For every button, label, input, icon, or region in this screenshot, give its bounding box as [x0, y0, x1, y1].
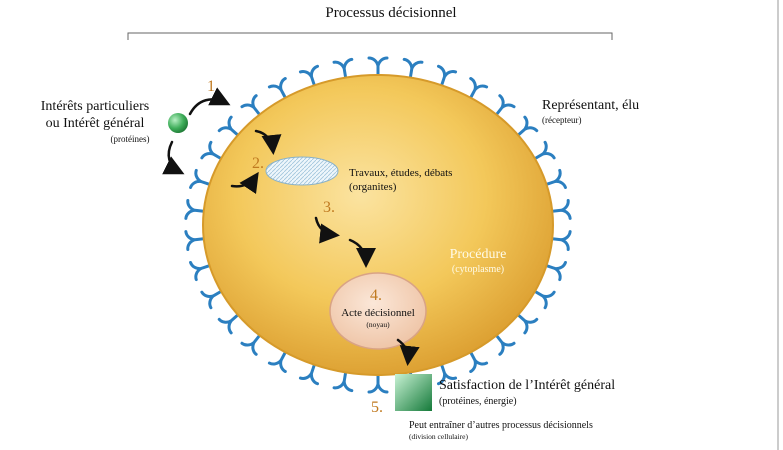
step-2-number: 2.: [252, 155, 264, 172]
right-label-line1: Représentant, élu: [542, 98, 639, 113]
curved-arrow-icon: [230, 171, 259, 195]
curved-arrow-icon: [188, 87, 231, 116]
receptor-icon: [367, 56, 389, 78]
right-label-sub: (récepteur): [542, 115, 581, 125]
division-sublabel: (division cellulaire): [409, 432, 468, 441]
curved-arrow-icon: [396, 338, 420, 366]
nucleus-label: Acte décisionnel: [341, 307, 415, 319]
left-label-line2: ou Intérêt général: [46, 116, 145, 131]
step-4-number: 4.: [370, 287, 382, 304]
nucleus-sublabel: (noyau): [366, 320, 390, 329]
curved-arrow-icon: [254, 129, 282, 155]
step-3-number: 3.: [323, 199, 335, 216]
step-5-number: 5.: [371, 399, 383, 416]
curved-arrow-icon: [348, 238, 376, 268]
result-label: Satisfaction de l’Intérêt général: [439, 378, 615, 393]
cell-body: [202, 74, 554, 376]
curved-arrow-icon: [314, 216, 340, 244]
result-sublabel: (protéines, énergie): [439, 396, 517, 407]
flow-arrows: [162, 87, 420, 366]
division-label: Peut entraîner d’autres processus décisi…: [409, 420, 593, 431]
organelle-icon: [265, 156, 339, 186]
receptor-icon: [367, 372, 389, 394]
left-label-line1: Intérêts particuliers: [41, 99, 149, 114]
diagram-title: Processus décisionnel: [325, 5, 456, 21]
cytoplasm-sublabel: (cytoplasme): [452, 264, 504, 275]
curved-arrow-icon: [162, 140, 185, 175]
left-label-sub: (protéines): [111, 134, 150, 144]
title-bracket: [127, 32, 613, 40]
energy-cube-icon: [395, 374, 432, 411]
nucleus-icon: [329, 272, 427, 350]
cytoplasm-label: Procédure: [450, 247, 507, 262]
step-1-number: 1.: [207, 78, 219, 95]
protein-sphere-icon: [168, 113, 188, 133]
organelle-label: Travaux, études, débats: [349, 167, 452, 179]
organelle-sublabel: (organites): [349, 181, 397, 193]
